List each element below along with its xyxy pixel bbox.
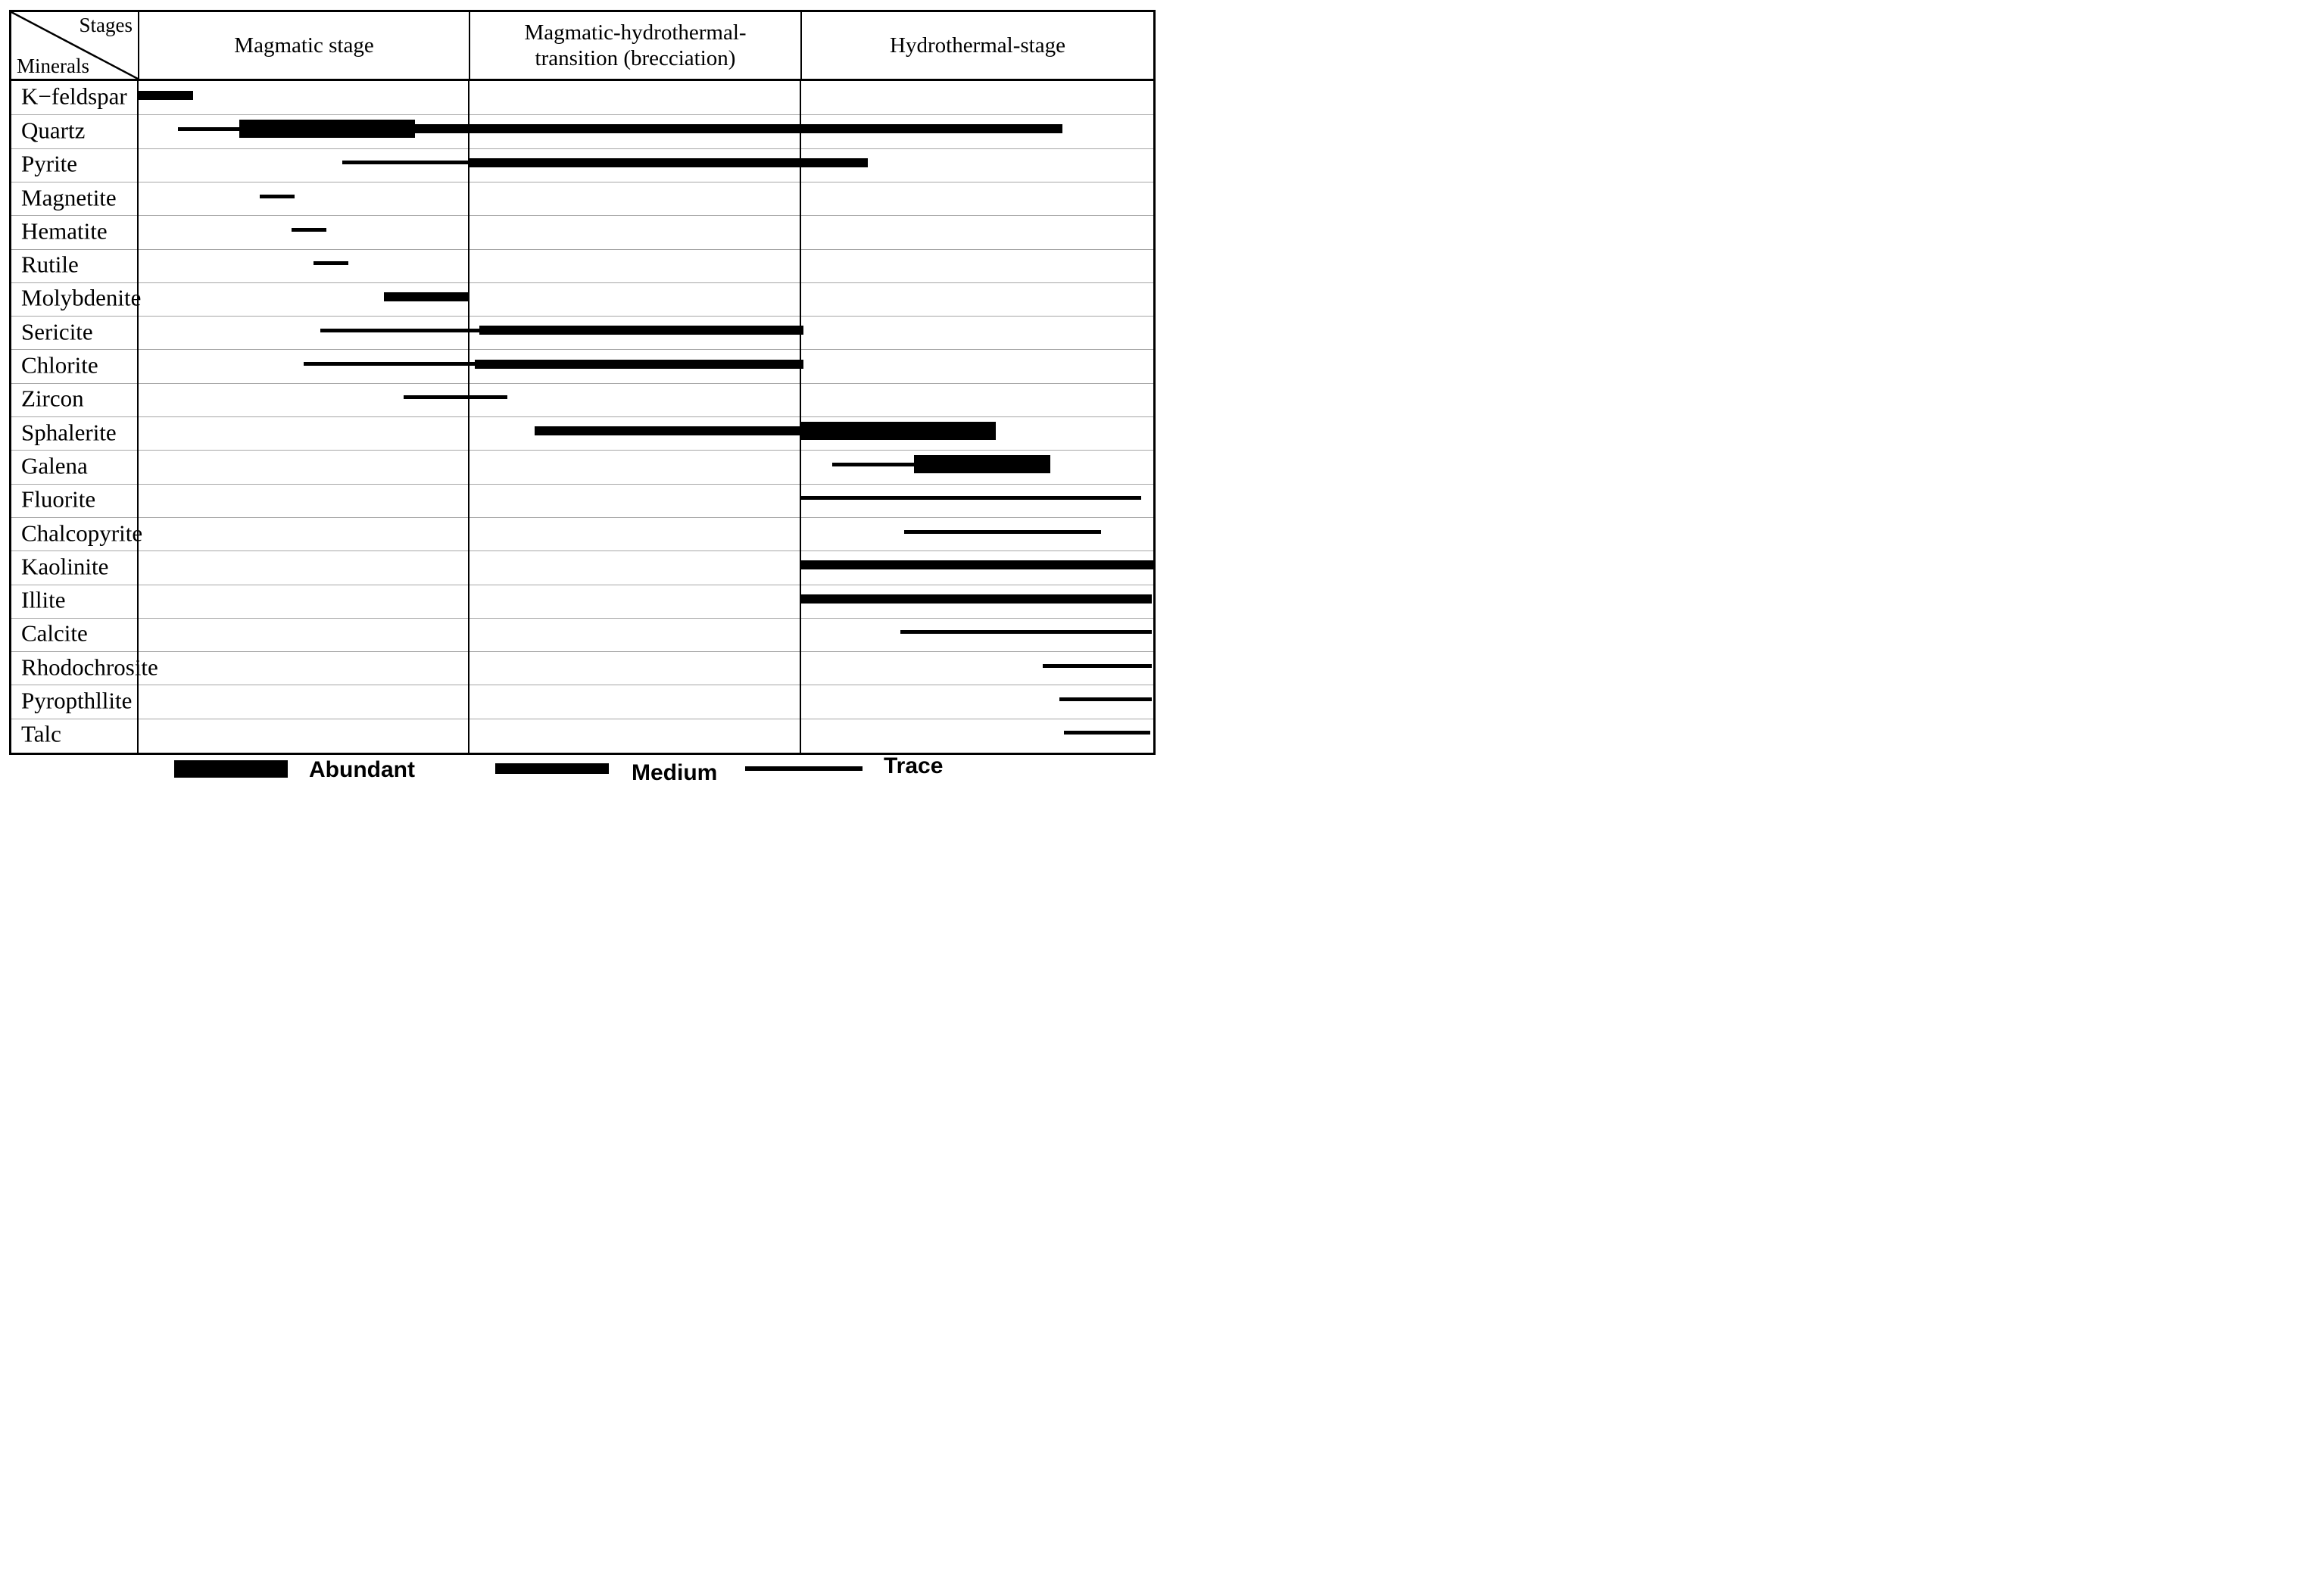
abundance-bar-medium xyxy=(800,594,1152,604)
mineral-row-kaolinite: Kaolinite xyxy=(11,551,1153,584)
mineral-row-quartz: Quartz xyxy=(11,114,1153,148)
mineral-label: Galena xyxy=(21,452,88,479)
corner-label-stages: Stages xyxy=(79,14,133,36)
legend-label-abundant: Abundant xyxy=(309,757,415,782)
abundance-bar-trace xyxy=(178,126,239,131)
mineral-label: Chlorite xyxy=(21,351,98,379)
stage-header-line: transition (brecciation) xyxy=(535,46,736,70)
abundance-bar-abundant xyxy=(800,422,996,441)
stage-header-magmatic: Magmatic stage xyxy=(138,12,469,79)
column-divider-line xyxy=(468,81,469,753)
abundance-bar-trace xyxy=(1059,697,1152,702)
mineral-label: Rutile xyxy=(21,251,79,278)
abundance-bar-medium xyxy=(535,426,800,436)
legend-label-medium: Medium xyxy=(632,760,718,785)
abundance-bar-medium xyxy=(479,326,803,335)
abundance-bar-trace xyxy=(260,194,295,198)
abundance-bar-abundant xyxy=(239,120,415,139)
mineral-row-pyrite: Pyrite xyxy=(11,148,1153,182)
paragenesis-table: Stages Minerals Magmatic stage Magmatic-… xyxy=(9,10,1156,755)
mineral-label: Talc xyxy=(21,720,61,747)
mineral-label: Quartz xyxy=(21,117,86,144)
corner-cell-stages-minerals: Stages Minerals xyxy=(11,12,138,79)
abundance-bar-trace xyxy=(404,395,507,400)
abundance-bar-trace xyxy=(900,630,1152,635)
abundance-bar-trace xyxy=(292,227,326,232)
abundance-bar-abundant xyxy=(914,455,1050,474)
legend-swatch-medium xyxy=(495,763,609,774)
diagonal-divider-line xyxy=(11,12,138,79)
column-divider-line xyxy=(800,81,801,753)
legend-swatch-trace xyxy=(745,766,863,771)
mineral-label: Sphalerite xyxy=(21,419,117,446)
abundance-bar-trace xyxy=(1043,663,1152,668)
legend-swatch-abundant xyxy=(174,760,288,778)
stage-header-line: Magmatic stage xyxy=(234,33,374,58)
mineral-row-rutile: Rutile xyxy=(11,248,1153,282)
abundance-bar-trace xyxy=(342,161,469,165)
mineral-row-pyropthllite: Pyropthllite xyxy=(11,685,1153,718)
abundance-bar-trace xyxy=(304,362,475,366)
abundance-bar-medium xyxy=(415,124,1062,134)
mineral-label: Chalcopyrite xyxy=(21,519,143,547)
mineral-row-chalcopyrite: Chalcopyrite xyxy=(11,516,1153,551)
mineral-label: Fluorite xyxy=(21,485,96,513)
mineral-label: Zircon xyxy=(21,385,84,412)
abundance-bar-medium xyxy=(475,359,803,369)
legend: Abundant Medium Trace xyxy=(0,753,1162,786)
abundance-bar-medium xyxy=(139,91,193,101)
mineral-label: Sericite xyxy=(21,318,93,345)
abundance-bar-trace xyxy=(800,496,1141,501)
abundance-bar-trace xyxy=(320,328,479,332)
mineral-label: Calcite xyxy=(21,619,88,647)
corner-label-minerals: Minerals xyxy=(17,55,89,77)
mineral-row-calcite: Calcite xyxy=(11,617,1153,651)
abundance-bar-trace xyxy=(314,261,348,266)
mineral-label: Pyropthllite xyxy=(21,687,133,714)
abundance-bar-trace xyxy=(1064,731,1150,735)
stage-header-line: Hydrothermal-stage xyxy=(890,33,1065,58)
column-divider-line xyxy=(137,81,139,753)
mineral-label: Hematite xyxy=(21,217,108,245)
abundance-bar-medium xyxy=(469,158,868,167)
mineral-row-magnetite: Magnetite xyxy=(11,181,1153,215)
mineral-label: Pyrite xyxy=(21,150,78,177)
legend-label-trace: Trace xyxy=(884,753,944,778)
mineral-row-talc: Talc xyxy=(11,718,1153,752)
abundance-bar-medium xyxy=(800,560,1153,570)
table-header-row: Stages Minerals Magmatic stage Magmatic-… xyxy=(11,12,1153,81)
mineral-row-fluorite: Fluorite xyxy=(11,483,1153,517)
mineral-row-galena: Galena xyxy=(11,450,1153,483)
mineral-row-rhodochrosite: Rhodochrosite xyxy=(11,651,1153,685)
mineral-row-k-feldspar: K−feldspar xyxy=(11,81,1153,114)
abundance-bar-trace xyxy=(904,529,1101,534)
mineral-label: Rhodochrosite xyxy=(21,653,158,681)
mineral-row-chlorite: Chlorite xyxy=(11,349,1153,382)
paragenesis-figure: Stages Minerals Magmatic stage Magmatic-… xyxy=(0,0,1162,786)
stage-header-transition: Magmatic-hydrothermal-transition (brecci… xyxy=(469,12,800,79)
mineral-row-illite: Illite xyxy=(11,584,1153,618)
stage-header-hydrothermal: Hydrothermal-stage xyxy=(800,12,1153,79)
mineral-label: Molybdenite xyxy=(21,284,142,311)
mineral-label: Kaolinite xyxy=(21,553,109,580)
mineral-row-hematite: Hematite xyxy=(11,215,1153,248)
abundance-bar-trace xyxy=(832,462,914,466)
mineral-row-zircon: Zircon xyxy=(11,382,1153,416)
mineral-row-sphalerite: Sphalerite xyxy=(11,416,1153,450)
mineral-row-sericite: Sericite xyxy=(11,316,1153,349)
mineral-label: Illite xyxy=(21,586,66,613)
stage-header-line: Magmatic-hydrothermal- xyxy=(524,20,747,45)
mineral-row-molybdenite: Molybdenite xyxy=(11,282,1153,316)
mineral-label: K−feldspar xyxy=(21,83,127,110)
mineral-label: Magnetite xyxy=(21,184,117,211)
abundance-bar-medium xyxy=(384,292,469,301)
